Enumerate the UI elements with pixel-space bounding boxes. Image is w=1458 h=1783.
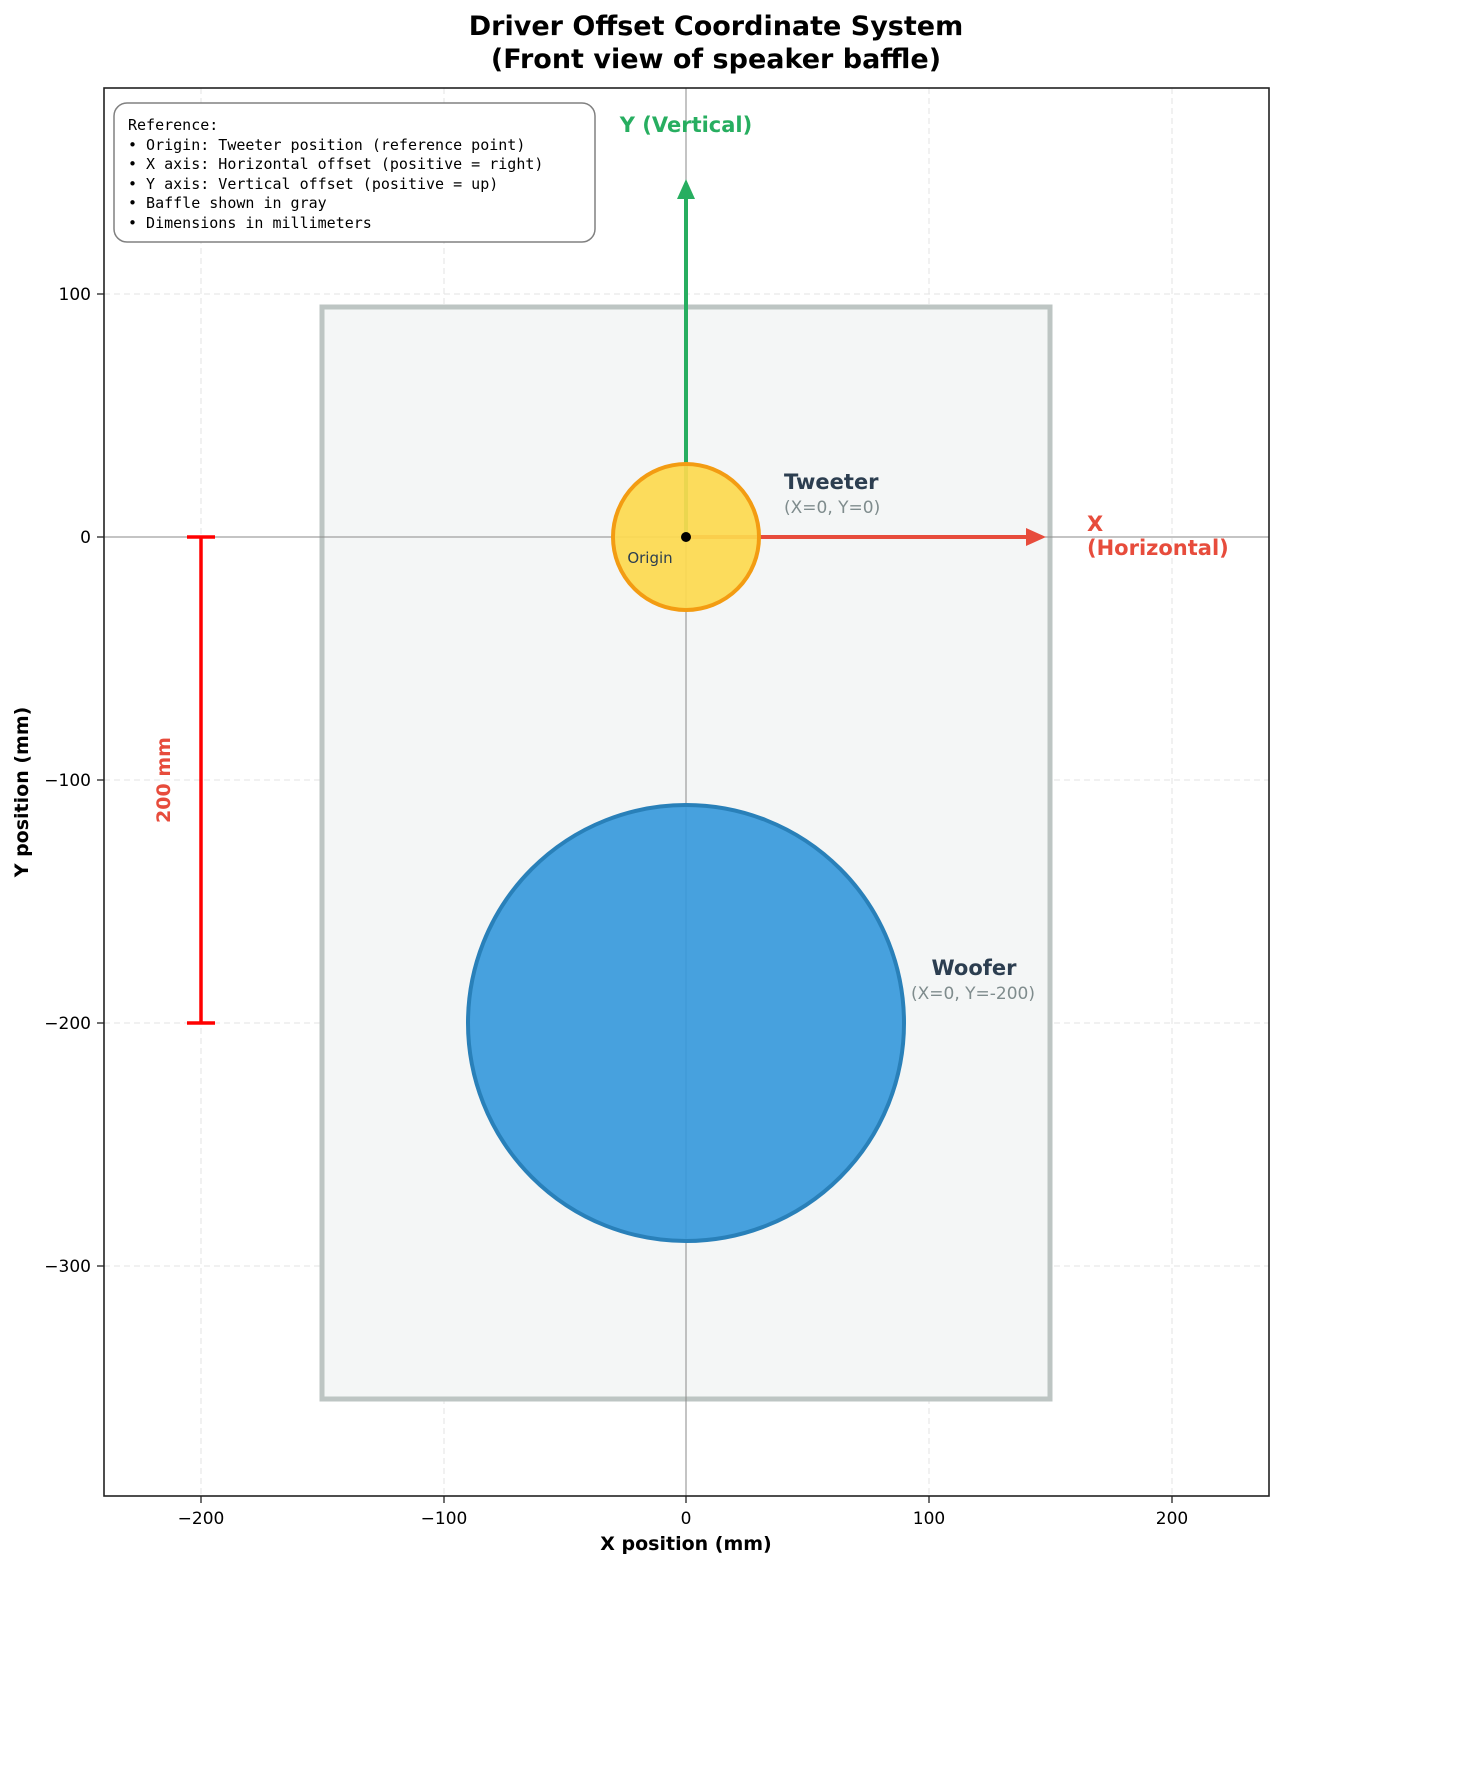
plot-area bbox=[104, 88, 1269, 1496]
tweeter-label: Tweeter bbox=[784, 470, 879, 494]
y-tick-label: −200 bbox=[44, 1014, 91, 1034]
woofer-label: Woofer bbox=[931, 956, 1017, 980]
y-tick-label: −300 bbox=[44, 1257, 91, 1277]
y-tick-labels: 100 0 −100 −200 −300 bbox=[44, 285, 91, 1277]
x-tick-label: −200 bbox=[178, 1509, 225, 1529]
tweeter-coords: (X=0, Y=0) bbox=[784, 498, 880, 518]
y-axis-label: Y position (mm) bbox=[11, 707, 33, 879]
y-tick-label: −100 bbox=[44, 771, 91, 791]
ref-line: • Dimensions in millimeters bbox=[128, 214, 372, 232]
chart-title: Driver Offset Coordinate System bbox=[469, 11, 963, 42]
x-axis-arrow-label: X bbox=[1087, 512, 1103, 536]
origin-dot bbox=[681, 532, 691, 542]
ref-line: • X axis: Horizontal offset (positive = … bbox=[128, 155, 543, 173]
y-axis-arrow-label: Y (Vertical) bbox=[619, 113, 752, 137]
x-tick-label: 200 bbox=[1156, 1509, 1188, 1529]
x-tick-label: −100 bbox=[421, 1509, 468, 1529]
dimension-label: 200 mm bbox=[153, 737, 175, 823]
x-axis-label: X position (mm) bbox=[600, 1533, 772, 1555]
woofer-coords: (X=0, Y=-200) bbox=[911, 984, 1035, 1004]
reference-box: Reference: • Origin: Tweeter position (r… bbox=[113, 102, 596, 243]
ref-line: • Origin: Tweeter position (reference po… bbox=[128, 136, 525, 154]
ref-line: • Y axis: Vertical offset (positive = up… bbox=[128, 175, 498, 193]
y-tick-label: 0 bbox=[80, 528, 91, 548]
x-tick-label: 0 bbox=[681, 1509, 692, 1529]
x-axis-arrow-label-2: (Horizontal) bbox=[1087, 536, 1229, 560]
chart-subtitle: (Front view of speaker baffle) bbox=[491, 44, 941, 75]
ref-line: • Baffle shown in gray bbox=[128, 194, 327, 212]
x-tick-labels: −200 −100 0 100 200 bbox=[178, 1509, 1189, 1529]
origin-label: Origin bbox=[627, 549, 672, 567]
woofer-circle bbox=[466, 803, 906, 1243]
ticks bbox=[97, 293, 1173, 1503]
y-tick-label: 100 bbox=[59, 285, 91, 305]
x-tick-label: 100 bbox=[913, 1509, 945, 1529]
dimension-line bbox=[187, 535, 215, 1025]
ref-line: Reference: bbox=[128, 116, 218, 134]
